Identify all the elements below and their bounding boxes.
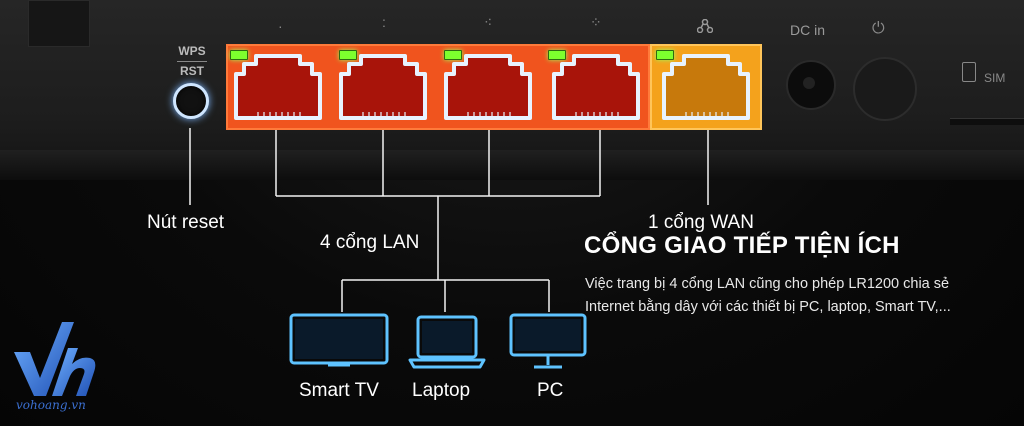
lan3-led: [444, 50, 462, 60]
reset-callout: Nút reset: [147, 212, 225, 233]
smart-tv-icon: [289, 313, 389, 367]
lan-port-1[interactable]: [232, 50, 324, 126]
power-icon: ⏻: [872, 20, 885, 37]
wan-callout: 1 cổng WAN: [648, 212, 754, 233]
feature-title: CỔNG GIAO TIẾP TIỆN ÍCH: [584, 232, 900, 259]
lan1-led: [230, 50, 248, 60]
wan-port[interactable]: [660, 50, 752, 126]
sim-icon: [962, 62, 976, 82]
router-bottom-edge: [0, 150, 1024, 180]
wps-label: WPS: [178, 44, 206, 58]
lan-port-3[interactable]: [442, 50, 534, 126]
wan-led: [656, 50, 674, 60]
wps-divider: [177, 61, 207, 62]
rst-label: RST: [180, 64, 204, 78]
pc-label: PC: [537, 380, 564, 401]
port-marker-1: ·: [278, 18, 283, 34]
lan-port-2[interactable]: [337, 50, 429, 126]
port-marker-2: :: [382, 14, 386, 30]
pc-monitor-icon: [509, 313, 587, 369]
lan4-led: [548, 50, 566, 60]
sim-slot: [950, 118, 1024, 125]
watermark-text: vohoang.vn: [16, 398, 86, 412]
smart-tv-label: Smart TV: [299, 380, 379, 401]
feature-description-line2: Internet bằng dây với các thiết bị PC, l…: [585, 299, 951, 315]
dc-in-jack[interactable]: [786, 60, 836, 110]
dc-in-label: DC in: [790, 22, 826, 38]
power-button[interactable]: [853, 57, 917, 121]
port-marker-4: ⁘: [590, 14, 602, 30]
network-icon: [697, 19, 713, 33]
sim-label: SIM: [984, 71, 1006, 85]
port-marker-3: ⁖: [484, 14, 493, 30]
laptop-label: Laptop: [412, 380, 471, 401]
lan-callout: 4 cổng LAN: [320, 232, 420, 253]
laptop-icon: [408, 315, 486, 369]
lan-port-4[interactable]: [550, 50, 642, 126]
vh-logo-icon: [14, 322, 96, 396]
wps-reset-button[interactable]: [173, 83, 209, 119]
lan2-led: [339, 50, 357, 60]
feature-description-line1: Việc trang bị 4 cổng LAN cũng cho phép L…: [585, 276, 950, 292]
antenna-mount-left: [28, 0, 90, 47]
